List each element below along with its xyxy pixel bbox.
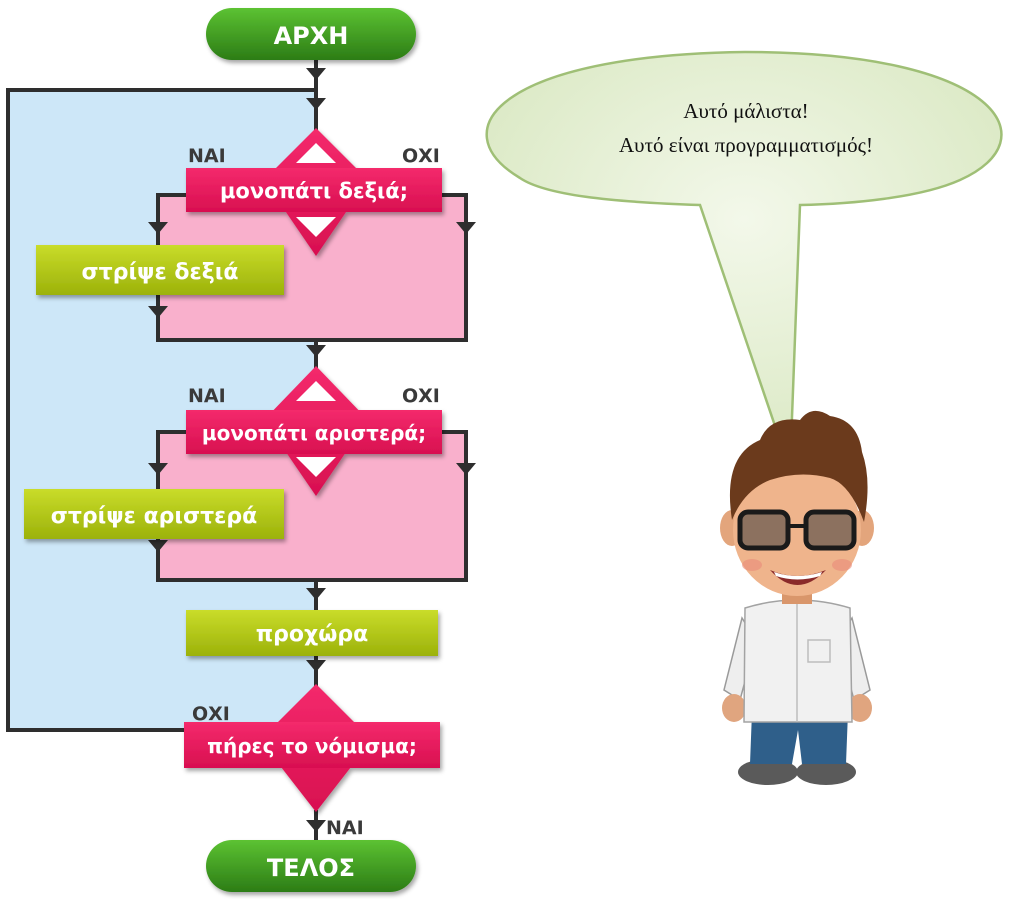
end-label: ΤΕΛΟΣ [267,854,355,882]
start-terminal [206,8,416,60]
speech-line-1: Αυτό μάλιστα! [683,99,808,123]
decision-1-label: μονοπάτι δεξιά; [220,179,408,203]
action-3 [186,610,438,656]
decision-2-label: μονοπάτι αριστερά; [202,421,426,445]
decision-2 [186,366,442,496]
action-3-label: προχώρα [256,622,368,647]
decision-1-no: ΟΧΙ [402,145,440,167]
decision-1 [186,128,442,256]
decision-2-yes: ΝΑΙ [188,385,226,407]
speech-bubble [485,50,1003,471]
decision-3-label: πήρες το νόμισμα; [207,734,417,758]
decision-1-no-arrow [296,217,336,237]
decision-3 [184,684,440,812]
action-2 [24,489,284,539]
action-2-label: στρίψε αριστερά [51,504,258,529]
action-1-label: στρίψε δεξιά [82,260,239,285]
end-terminal [206,840,416,892]
decision-3-no: ΟΧΙ [192,703,230,725]
decision-2-yes-arrow [296,381,336,401]
decision-3-yes: ΝΑΙ [326,817,364,839]
decision-2-no: ΟΧΙ [402,385,440,407]
decision-1-yes-arrow [296,143,336,163]
decision-2-no-arrow [296,457,336,477]
decision-1-yes: ΝΑΙ [188,145,226,167]
start-label: ΑΡΧΗ [274,22,349,50]
avatar [720,410,874,785]
arrowheads [148,68,476,832]
speech-line-2: Αυτό είναι προγραμματισμός! [619,133,873,157]
action-1 [36,245,284,295]
